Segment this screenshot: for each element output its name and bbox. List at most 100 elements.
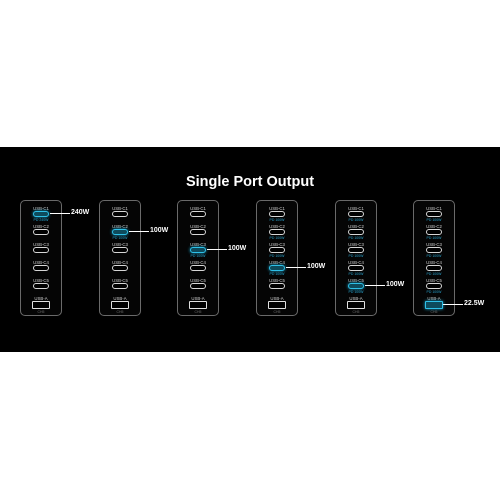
usb-c5-port: USB-C5 PD 100W (336, 278, 376, 300)
usb-c-socket-icon (348, 229, 364, 235)
usb-a-port: USB-A CH5 (336, 296, 376, 316)
port-sub-label: CH5 (194, 310, 202, 314)
port-label: USB-C1 (190, 206, 206, 211)
usb-c-socket-icon (33, 265, 49, 271)
port-label: USB-A (113, 296, 127, 301)
usb-c2-port: USB-C2 PD 100W (336, 224, 376, 246)
port-label: USB-C2 (33, 224, 49, 229)
usb-c1-port: USB-C1 (100, 206, 140, 228)
port-sub-label: PD 100W (348, 272, 364, 276)
port-label: USB-C3 (190, 242, 206, 247)
usb-c-socket-icon (190, 283, 206, 289)
port-sub-label: CH5 (116, 310, 124, 314)
usb-a-socket-icon (425, 301, 443, 309)
usb-c-socket-icon (33, 229, 49, 235)
callout-line (365, 285, 385, 286)
usb-a-socket-icon (189, 301, 207, 309)
port-sub-label: PD 100W (348, 236, 364, 240)
port-label: USB-C5 (426, 278, 442, 283)
port-label: USB-C1 (112, 206, 128, 211)
port-label: USB-C5 (33, 278, 49, 283)
port-label: USB-C3 (348, 242, 364, 247)
port-sub-label: CH5 (352, 310, 360, 314)
usb-c-socket-icon (33, 247, 49, 253)
usb-c-socket-icon (269, 283, 285, 289)
port-sub-label: CH5 (273, 310, 281, 314)
output-wattage: 100W (150, 227, 169, 234)
port-label: USB-C3 (269, 242, 285, 247)
usb-c-socket-icon (112, 229, 128, 235)
port-label: USB-C2 (426, 224, 442, 229)
port-sub-label: CH5 (430, 310, 438, 314)
usb-c3-port: USB-C3 PD 100W (178, 242, 218, 264)
usb-c-socket-icon (426, 229, 442, 235)
usb-c3-port: USB-C3 (100, 242, 140, 264)
callout-line (50, 213, 70, 214)
usb-a-port: USB-A CH5 (257, 296, 297, 316)
port-sub-label: PD 100W (112, 236, 128, 240)
usb-c4-port: USB-C4 (21, 260, 61, 282)
usb-c4-port: USB-C4 PD 100W (257, 260, 297, 282)
usb-a-socket-icon (347, 301, 365, 309)
usb-c-socket-icon (33, 283, 49, 289)
port-sub-label: PD 100W (190, 254, 206, 258)
port-sub-label: PD 100W (269, 254, 285, 258)
port-label: USB-C1 (426, 206, 442, 211)
usb-c-socket-icon (190, 211, 206, 217)
usb-c-socket-icon (112, 247, 128, 253)
usb-c5-port: USB-C5 PD 100W (414, 278, 454, 300)
usb-a-socket-icon (111, 301, 129, 309)
port-sub-label: PD 100W (269, 272, 285, 276)
usb-c-socket-icon (348, 247, 364, 253)
port-label: USB-C4 (112, 260, 128, 265)
usb-a-socket-icon (268, 301, 286, 309)
port-sub-label: PD 100W (426, 254, 442, 258)
callout-line (129, 231, 149, 232)
port-label: USB-A (270, 296, 284, 301)
port-label: USB-C4 (269, 260, 285, 265)
usb-c-socket-icon (348, 283, 364, 289)
usb-c-socket-icon (426, 211, 442, 217)
port-label: USB-C1 (33, 206, 49, 211)
usb-c-socket-icon (348, 265, 364, 271)
port-label: USB-C2 (348, 224, 364, 229)
port-sub-label: PD 100W (426, 290, 442, 294)
usb-c2-port: USB-C2 (21, 224, 61, 246)
port-label: USB-C2 (112, 224, 128, 229)
port-sub-label: PD 100W (348, 290, 364, 294)
callout-line (286, 267, 306, 268)
port-label: USB-C5 (269, 278, 285, 283)
usb-c4-port: USB-C4 (178, 260, 218, 282)
usb-c-socket-icon (269, 211, 285, 217)
usb-c5-port: USB-C5 (21, 278, 61, 300)
port-label: USB-C4 (33, 260, 49, 265)
usb-c-socket-icon (112, 211, 128, 217)
usb-c-socket-icon (269, 265, 285, 271)
usb-c5-port: USB-C5 (178, 278, 218, 300)
usb-c2-port: USB-C2 PD 100W (100, 224, 140, 246)
usb-c1-port: USB-C1 (178, 206, 218, 228)
usb-c-socket-icon (190, 265, 206, 271)
usb-c-socket-icon (190, 229, 206, 235)
usb-c3-port: USB-C3 (21, 242, 61, 264)
output-wattage: 100W (228, 245, 247, 252)
usb-c3-port: USB-C3 PD 100W (257, 242, 297, 264)
port-label: USB-C5 (348, 278, 364, 283)
usb-c2-port: USB-C2 (178, 224, 218, 246)
usb-a-socket-icon (32, 301, 50, 309)
port-label: USB-A (349, 296, 363, 301)
usb-a-port: USB-A CH5 (100, 296, 140, 316)
usb-c5-port: USB-C5 (257, 278, 297, 300)
